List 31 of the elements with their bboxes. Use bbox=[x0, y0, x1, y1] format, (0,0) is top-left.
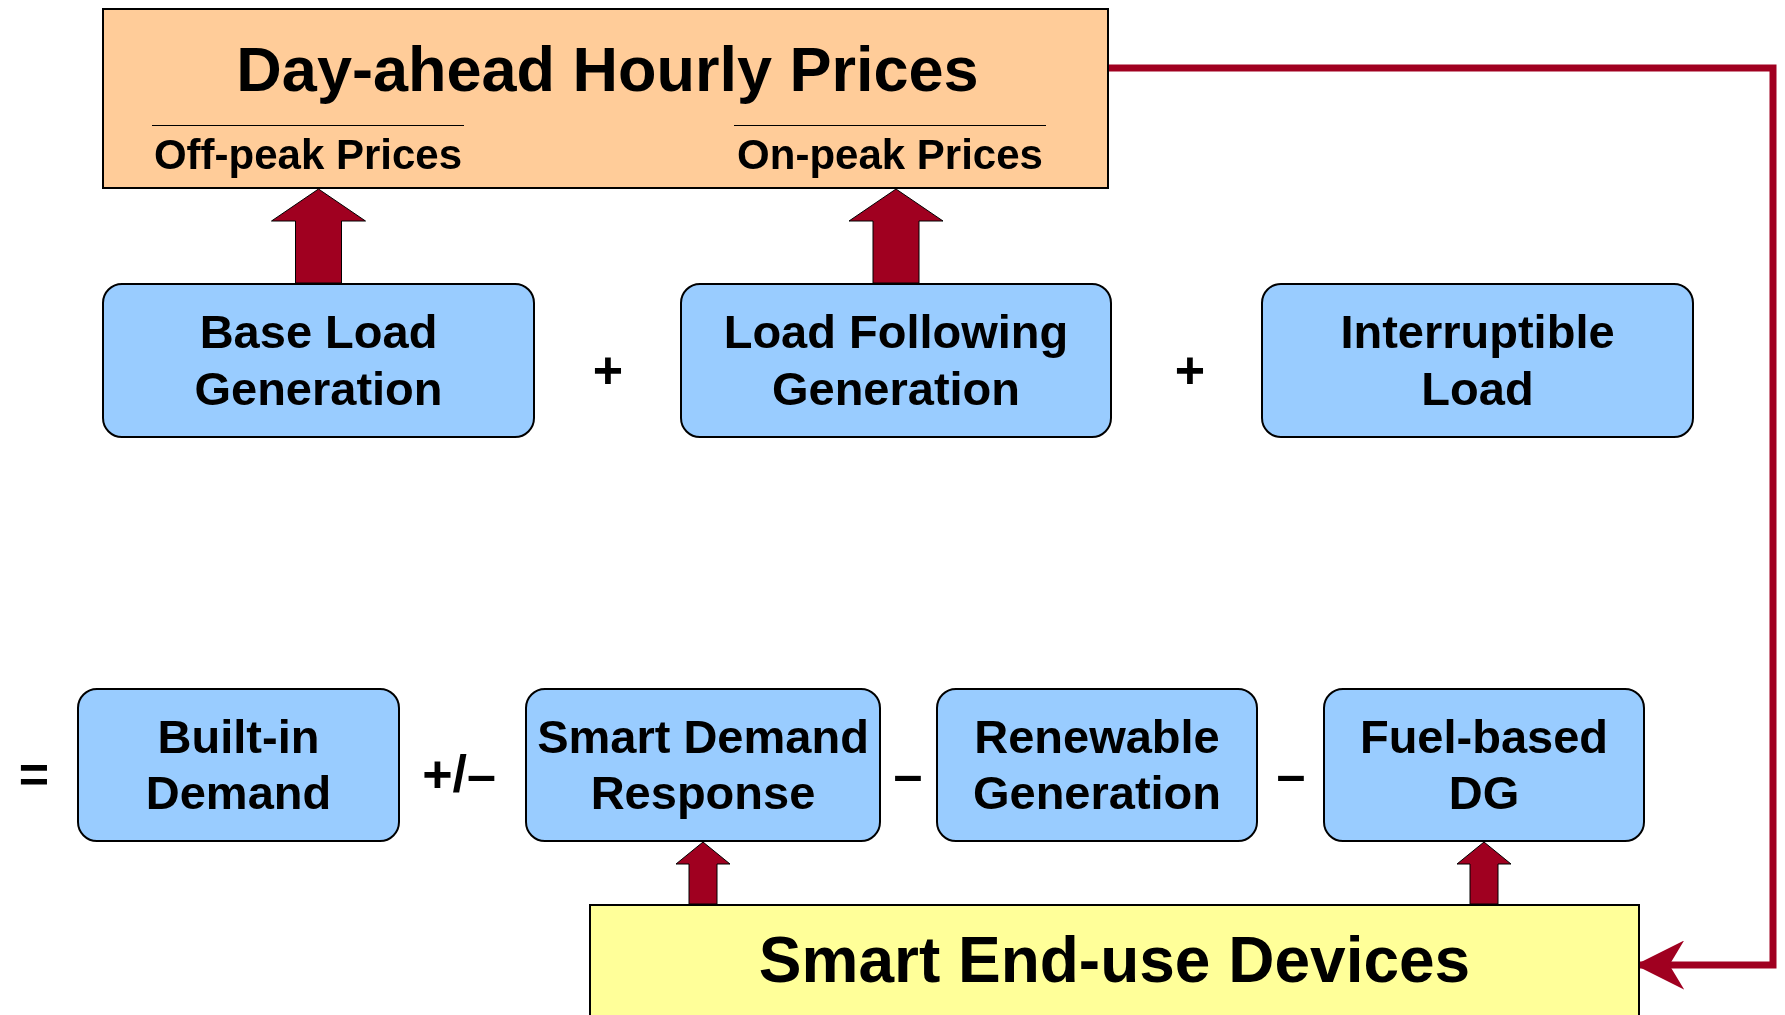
operator-sign: +/– bbox=[422, 748, 496, 800]
operator-sign: – bbox=[1276, 748, 1306, 800]
device-box bbox=[589, 904, 1640, 1015]
process-box bbox=[102, 283, 535, 438]
node-label: Renewable Generation bbox=[971, 708, 1223, 821]
node-label: Base Load Generation bbox=[193, 304, 444, 417]
operator-sign: – bbox=[893, 748, 923, 800]
operator-sign: + bbox=[592, 344, 624, 396]
operator-sign: + bbox=[1174, 344, 1206, 396]
process-box bbox=[936, 688, 1258, 842]
node-heading: Day-ahead Hourly Prices bbox=[235, 33, 980, 106]
node-label: Fuel-based DG bbox=[1358, 708, 1610, 821]
node-label: Interruptible Load bbox=[1339, 304, 1616, 417]
block-arrow bbox=[675, 841, 731, 905]
price-box bbox=[102, 8, 1109, 189]
operator-sign: = bbox=[18, 748, 50, 800]
price-label: On-peak Prices bbox=[734, 125, 1046, 181]
process-box bbox=[525, 688, 881, 842]
block-arrow bbox=[1456, 841, 1512, 905]
node-label: Smart End-use Devices bbox=[758, 923, 1471, 998]
process-box bbox=[1261, 283, 1694, 438]
block-arrow bbox=[848, 188, 944, 284]
arrow bbox=[1109, 64, 1777, 990]
process-box bbox=[680, 283, 1112, 438]
node-label: Load Following Generation bbox=[722, 304, 1070, 417]
block-arrow bbox=[271, 188, 366, 284]
process-box bbox=[1323, 688, 1645, 842]
price-label: Off-peak Prices bbox=[152, 125, 464, 181]
node-label: Built-in Demand bbox=[144, 708, 333, 821]
process-box bbox=[77, 688, 400, 842]
node-label: Smart Demand Response bbox=[536, 708, 870, 821]
